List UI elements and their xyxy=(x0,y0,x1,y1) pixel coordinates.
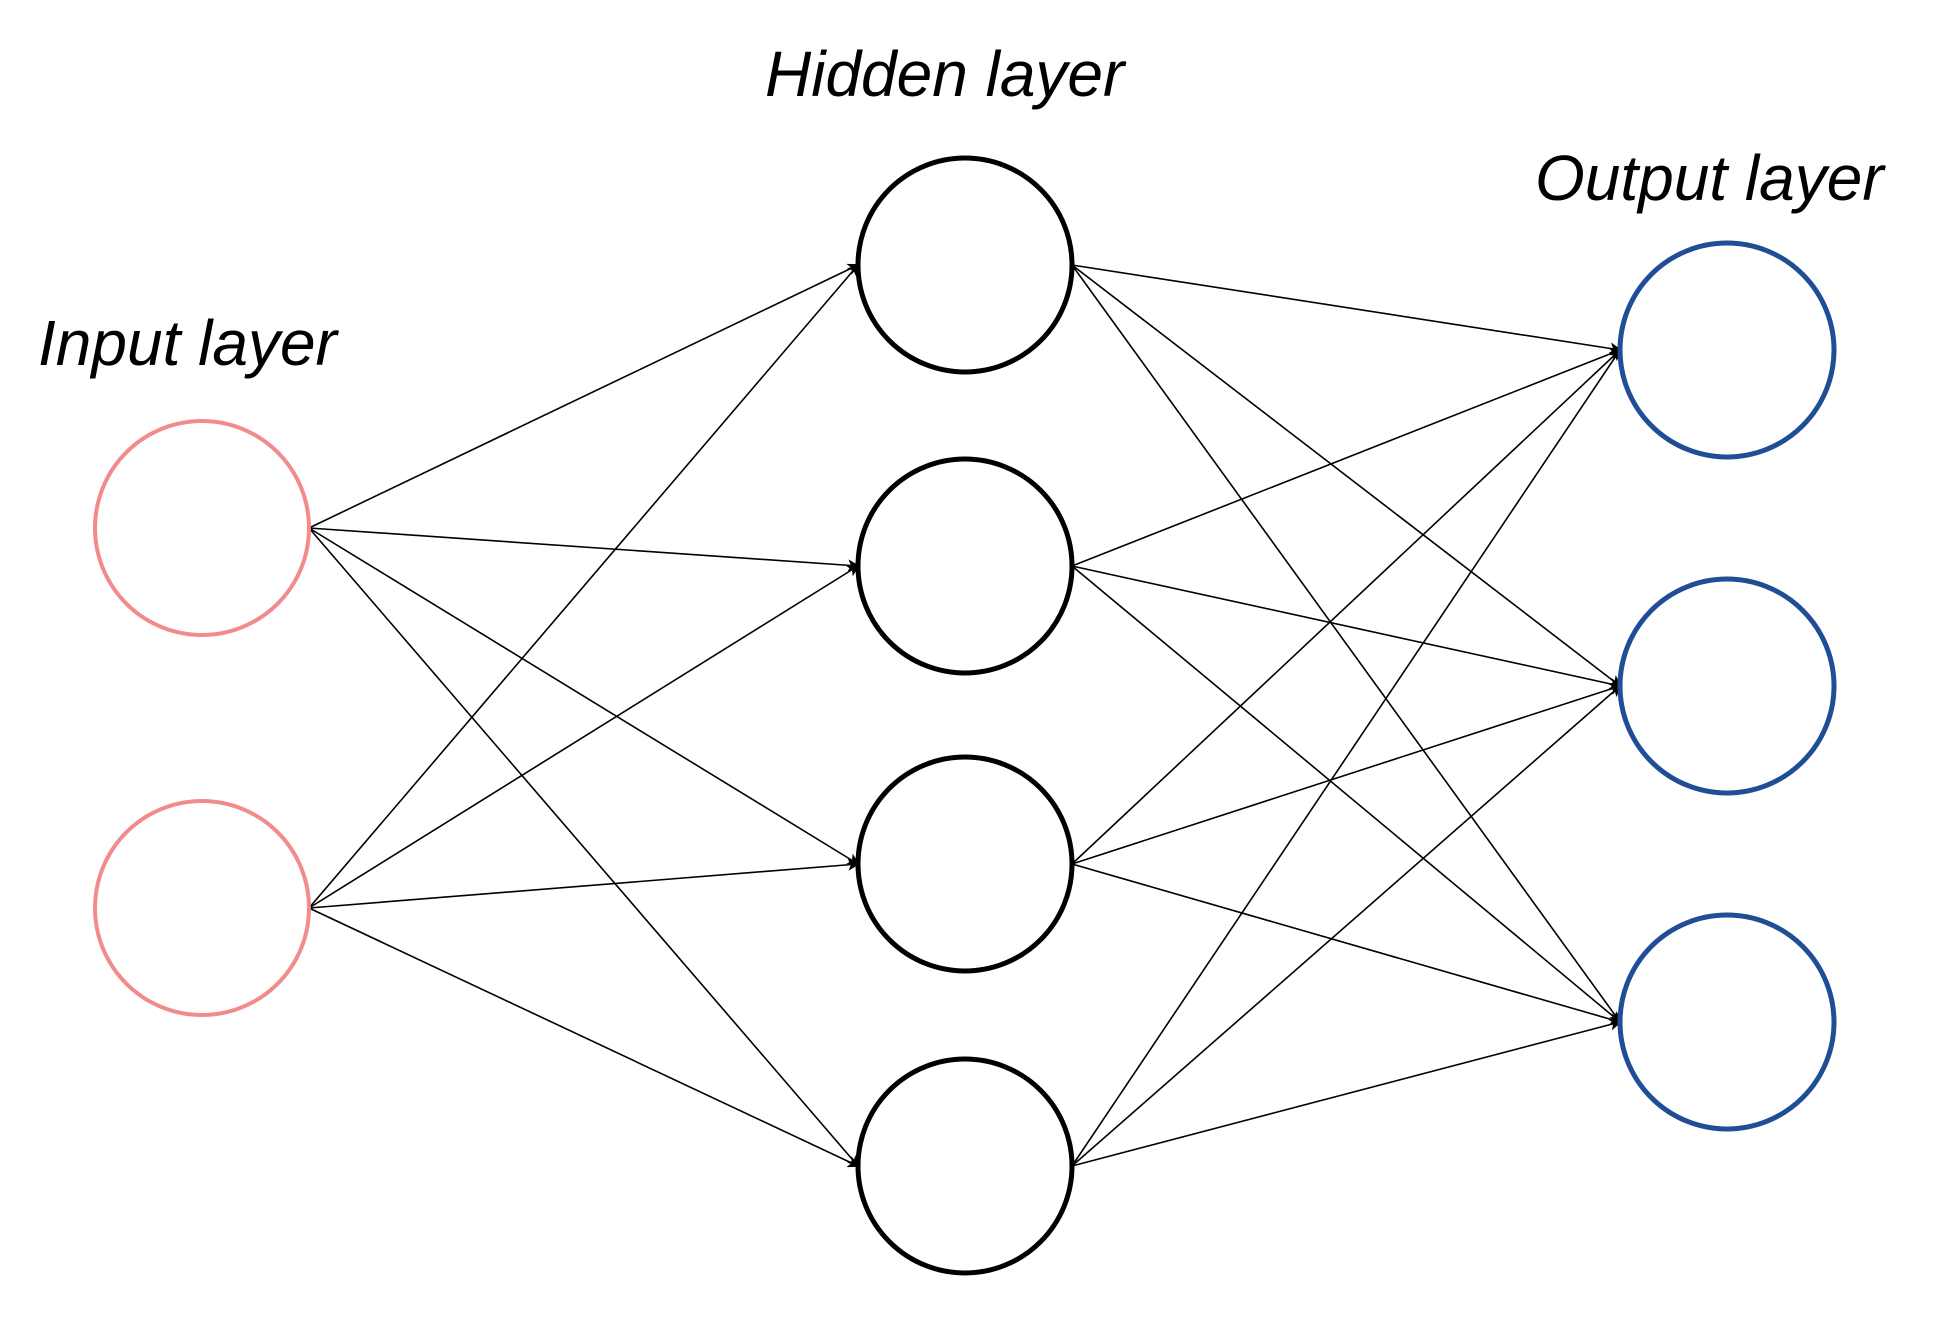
edge-hidden-4-to-output-3 xyxy=(1071,1018,1622,1167)
edge-input-1-to-hidden-4 xyxy=(308,527,860,1168)
edge-hidden-2-to-output-2 xyxy=(1071,565,1622,690)
input-neuron-2 xyxy=(93,799,311,1017)
hidden-layer-label: Hidden layer xyxy=(765,38,1127,110)
connections-group xyxy=(308,263,1622,1168)
edge-hidden-3-to-output-2 xyxy=(1071,683,1622,865)
output-neuron-2 xyxy=(1617,576,1837,796)
edge-input-2-to-hidden-3 xyxy=(308,858,860,909)
input-neuron-1 xyxy=(93,419,311,637)
hidden-neuron-1 xyxy=(855,155,1075,375)
edge-input-2-to-hidden-2 xyxy=(308,564,860,909)
edge-hidden-1-to-output-1 xyxy=(1071,264,1622,355)
edge-hidden-1-to-output-2 xyxy=(1071,264,1622,688)
edge-input-1-to-hidden-2 xyxy=(308,527,860,572)
hidden-neuron-4 xyxy=(855,1056,1075,1276)
edge-hidden-2-to-output-3 xyxy=(1071,565,1622,1024)
input-layer-label: Input layer xyxy=(38,307,340,379)
edge-hidden-4-to-output-1 xyxy=(1071,348,1622,1167)
edge-hidden-2-to-output-1 xyxy=(1071,348,1622,567)
output-layer-label: Output layer xyxy=(1535,142,1886,214)
edge-input-1-to-hidden-1 xyxy=(308,263,860,529)
edge-hidden-1-to-output-3 xyxy=(1071,264,1622,1024)
edge-hidden-3-to-output-1 xyxy=(1071,348,1622,865)
output-neuron-3 xyxy=(1617,912,1837,1132)
hidden-neuron-2 xyxy=(855,456,1075,676)
hidden-neuron-3 xyxy=(855,754,1075,974)
output-neuron-1 xyxy=(1617,240,1837,460)
neurons-group xyxy=(93,155,1837,1276)
edge-input-2-to-hidden-1 xyxy=(308,263,860,909)
edge-input-2-to-hidden-4 xyxy=(308,907,860,1168)
edge-hidden-3-to-output-3 xyxy=(1071,863,1622,1025)
edge-hidden-4-to-output-2 xyxy=(1071,684,1622,1167)
edge-input-1-to-hidden-3 xyxy=(308,527,860,866)
